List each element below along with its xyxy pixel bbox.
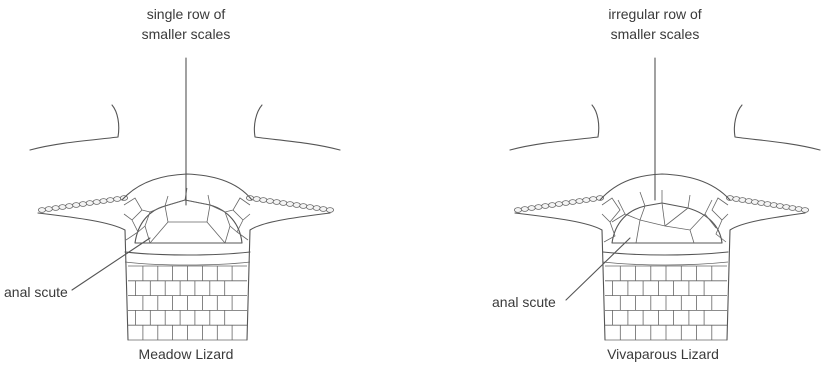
body-right-edge	[247, 213, 330, 340]
femoral-pores-left	[38, 196, 127, 213]
femoral-pore	[569, 200, 576, 205]
femoral-pore	[266, 199, 273, 204]
femoral-pore	[514, 208, 521, 213]
anal-scute-label-left: anal scute	[4, 282, 68, 302]
femoral-pore	[555, 202, 562, 207]
femoral-pore	[253, 197, 260, 202]
femoral-pore	[528, 206, 535, 211]
femoral-pore	[273, 200, 280, 205]
left-hind-leg-outline	[510, 105, 599, 150]
femoral-pore	[583, 198, 590, 203]
femoral-pore	[590, 197, 597, 202]
callout-top-line-2: smaller scales	[608, 24, 701, 44]
femoral-pores-left	[514, 196, 603, 213]
femoral-pore	[93, 200, 100, 205]
irregular-scale-row	[612, 190, 716, 243]
femoral-pore	[38, 208, 45, 213]
femoral-pore	[549, 203, 556, 208]
femoral-pore	[52, 206, 59, 211]
figure-caption-right: Vivaparous Lizard	[607, 344, 719, 364]
femoral-pore	[86, 201, 93, 206]
tail-scales	[605, 266, 727, 340]
femoral-pore	[114, 197, 121, 202]
femoral-pore	[45, 207, 52, 212]
femoral-pore	[79, 202, 86, 207]
anal-scute-outline	[612, 203, 722, 243]
tail-band-top	[125, 252, 250, 255]
femoral-pore	[300, 204, 307, 209]
femoral-pore	[100, 199, 107, 204]
tail-band-bottom	[125, 262, 250, 265]
femoral-pore	[535, 205, 542, 210]
tail-scales	[128, 266, 247, 340]
callout-top-line-2: smaller scales	[142, 24, 231, 44]
femoral-pore	[320, 207, 327, 212]
body-left-edge	[515, 213, 605, 340]
body-left-edge	[38, 213, 128, 340]
femoral-pore	[326, 208, 333, 213]
tail-band-top	[603, 252, 728, 255]
tail-band-bottom	[603, 262, 728, 265]
femoral-pore	[306, 205, 313, 210]
femoral-pore	[107, 198, 114, 203]
callout-top-line-1: irregular row of	[608, 4, 701, 24]
anal-scute-divider	[150, 205, 225, 243]
femoral-pore	[313, 206, 320, 211]
callout-line-side	[72, 238, 150, 290]
callout-top-label-right: irregular row of smaller scales	[608, 4, 701, 44]
femoral-pore	[542, 204, 549, 209]
femoral-pore	[286, 202, 293, 207]
right-hind-leg-outline	[734, 105, 820, 150]
femoral-pore	[73, 203, 80, 208]
figure-caption-left: Meadow Lizard	[139, 344, 234, 364]
left-hind-leg-outline	[30, 105, 119, 150]
side-scales-left	[124, 198, 150, 243]
side-scales-left	[602, 198, 620, 242]
femoral-pore	[801, 208, 808, 213]
femoral-pore	[59, 205, 66, 210]
anal-scute-outline	[135, 200, 242, 243]
anal-scute-label-right: anal scute	[492, 292, 556, 312]
femoral-pore	[576, 199, 583, 204]
callout-top-label-left: single row of smaller scales	[142, 4, 231, 44]
scale-arc-outline	[122, 174, 252, 200]
right-hind-leg-outline	[254, 105, 340, 150]
femoral-pore	[293, 203, 300, 208]
scale-arc-outline	[600, 174, 730, 200]
meadow-lizard-illustration	[30, 58, 340, 340]
callout-top-line-1: single row of	[142, 4, 231, 24]
side-scales-right	[225, 198, 250, 243]
femoral-pore	[280, 201, 287, 206]
femoral-pores-right	[246, 196, 333, 213]
femoral-pore	[521, 207, 528, 212]
body-right-edge	[727, 213, 805, 340]
femoral-pore	[562, 201, 569, 206]
femoral-pore	[260, 198, 267, 203]
femoral-pore	[66, 204, 73, 209]
vivaparous-lizard-illustration	[510, 58, 820, 340]
femoral-pores-right	[726, 196, 808, 213]
